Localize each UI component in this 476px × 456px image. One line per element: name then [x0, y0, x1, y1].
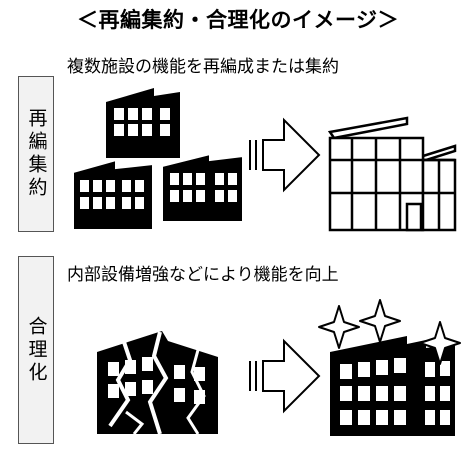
section-caption-consolidation: 複数施設の機能を再編成または集約	[67, 57, 339, 77]
sparkle-icon	[419, 321, 461, 365]
page-title: ＜再編集約・合理化のイメージ＞	[76, 8, 400, 32]
section-label-rationalization: 合理化	[18, 256, 54, 444]
section-label-text: 再編集約	[25, 108, 48, 200]
damaged-building-icon	[97, 331, 218, 435]
sparkle-icon	[318, 305, 360, 349]
improved-building-icon	[330, 336, 455, 436]
building-large-outline-icon	[327, 116, 457, 232]
building-small-icon	[161, 152, 244, 223]
section-caption-rationalization: 内部設備増強などにより機能を向上	[67, 265, 339, 285]
section-label-text: 合理化	[25, 315, 48, 385]
right-arrow-icon	[249, 117, 321, 193]
building-small-icon	[72, 158, 154, 231]
right-arrow-icon	[249, 338, 321, 414]
sparkle-icon	[359, 299, 401, 343]
building-small-icon	[106, 88, 180, 158]
section-label-consolidation: 再編集約	[18, 76, 54, 232]
